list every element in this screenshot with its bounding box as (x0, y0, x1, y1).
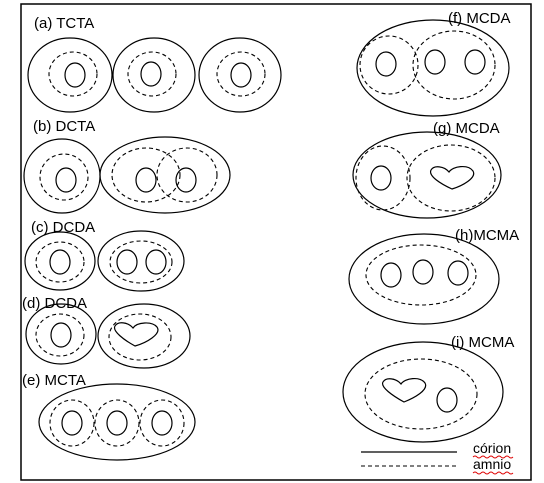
panel-a-label: (a) TCTA (34, 15, 94, 32)
panel-g-label: (g) MCDA (433, 120, 500, 137)
spellcheck-underline-chorion (472, 455, 514, 459)
panel-e-mcta: (e) MCTA (22, 372, 196, 461)
legend-chorion-label: córion (473, 440, 511, 456)
panel-c-dcda: (c) DCDA (24, 219, 185, 292)
panel-a-tcta: (a) TCTA (27, 15, 282, 113)
panel-i-mcma: (i) MCMA (342, 334, 514, 443)
panel-f-mcda: (f) MCDA (356, 10, 511, 117)
panel-d-label: (d) DCDA (22, 295, 87, 312)
panel-h-label: (h)MCMA (455, 227, 519, 244)
panel-b-dcta: (b) DCTA (23, 118, 231, 214)
panel-h-mcma: (h)MCMA (348, 227, 519, 325)
panel-f-label: (f) MCDA (448, 10, 511, 27)
heart-icon (429, 166, 475, 190)
legend: córion amnio (361, 440, 514, 475)
figure-border (20, 3, 532, 481)
heart-icon (382, 378, 427, 403)
panel-i-label: (i) MCMA (451, 334, 514, 351)
legend-amnion-label: amnio (473, 456, 511, 472)
panel-b-label: (b) DCTA (33, 118, 95, 135)
panel-d-dcda: (d) DCDA (22, 295, 191, 369)
panel-e-label: (e) MCTA (22, 372, 86, 389)
spellcheck-underline-amnion (472, 471, 514, 475)
heart-icon (113, 322, 159, 347)
panel-g-mcda: (g) MCDA (352, 120, 502, 219)
panel-c-label: (c) DCDA (31, 219, 95, 236)
